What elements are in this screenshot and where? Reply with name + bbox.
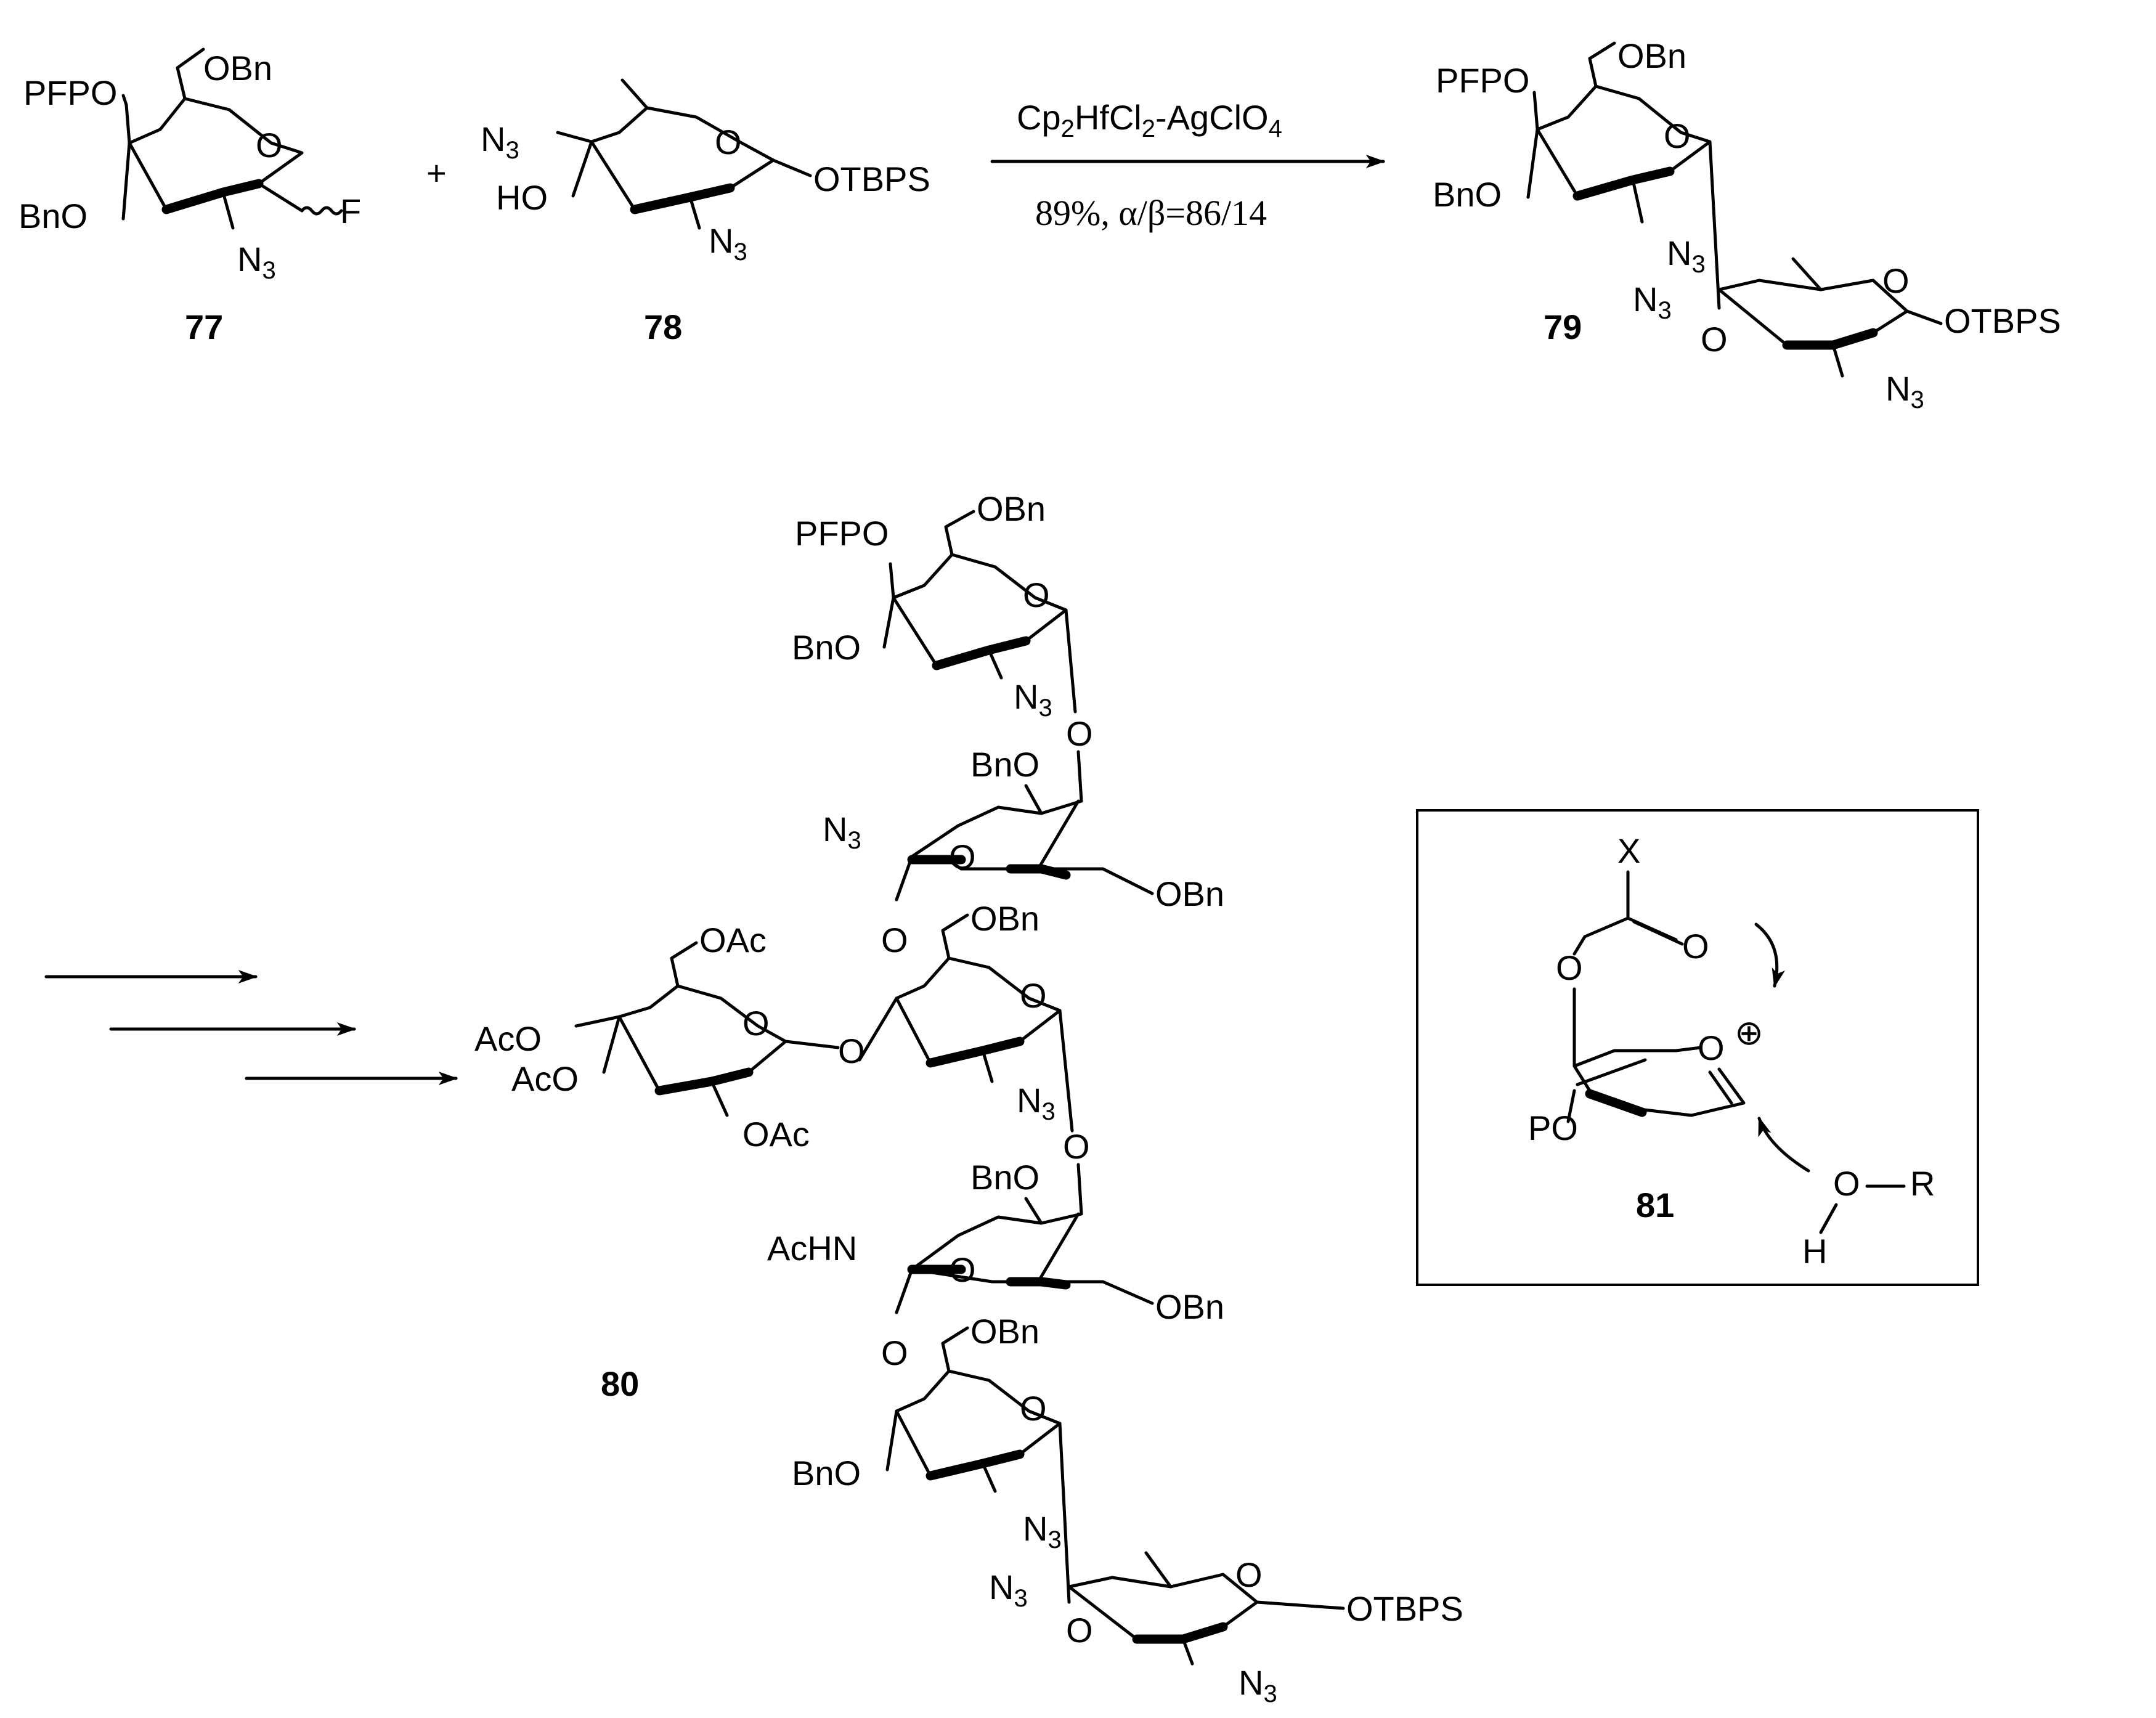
multistep-arrows bbox=[44, 970, 458, 1085]
compound-80: O OBn PFPO BnO N3 O O BnO OBn N3 O O OBn… bbox=[474, 489, 1463, 1708]
conditions-label: 89%, α/β=86/14 bbox=[1035, 193, 1267, 233]
compound-81-label: 81 bbox=[1636, 1186, 1674, 1224]
ho-label: HO bbox=[496, 178, 548, 217]
o-link-3: O bbox=[1063, 1127, 1090, 1166]
compound-78-label: 78 bbox=[644, 307, 682, 346]
ring-oxygen-78: O bbox=[715, 123, 742, 161]
ring-oxygen: O bbox=[256, 126, 283, 165]
plus-sign: + bbox=[426, 153, 447, 192]
compound-79: O OBn PFPO BnO N3 O N3 O OTBPS N3 79 bbox=[1433, 36, 2061, 413]
compound-80-label: 80 bbox=[601, 1364, 639, 1403]
ring-o-4: O bbox=[949, 1250, 976, 1289]
ring-o-3: O bbox=[1020, 976, 1047, 1015]
obn-4: OBn bbox=[1155, 1287, 1224, 1326]
ring-oxygen-79b: O bbox=[1882, 261, 1910, 300]
r-label: R bbox=[1910, 1164, 1935, 1203]
pfpo-80: PFPO bbox=[795, 514, 889, 553]
inset-box-81: X O O O ⊕ PO 81 O R H bbox=[1416, 809, 1979, 1286]
obn-label-79: OBn bbox=[1617, 36, 1686, 75]
ring-o-2: O bbox=[949, 837, 976, 876]
glyco-oxygen-79: O bbox=[1701, 320, 1728, 359]
o-link-4: O bbox=[881, 1333, 908, 1372]
n3-label-79c: N3 bbox=[1885, 369, 1924, 413]
n3-2: N3 bbox=[823, 810, 861, 854]
pfpo-label-79: PFPO bbox=[1436, 61, 1529, 100]
compound-77: O F OBn PFPO BnO N3 77 bbox=[18, 47, 361, 346]
n3-6: N3 bbox=[989, 1568, 1028, 1612]
bno-4: BnO bbox=[970, 1158, 1039, 1197]
reagent-label: Cp2HfCl2-AgClO4 bbox=[1017, 98, 1282, 142]
n3-label-79a: N3 bbox=[1667, 234, 1706, 278]
n3-label: N3 bbox=[237, 240, 276, 284]
compound-79-label: 79 bbox=[1544, 307, 1582, 346]
obn-2: OBn bbox=[1155, 874, 1224, 913]
ring-o-1: O bbox=[1023, 576, 1050, 614]
h-label: H bbox=[1802, 1232, 1827, 1271]
pfpo-label: PFPO bbox=[23, 73, 117, 112]
achn-label: AcHN bbox=[767, 1229, 857, 1268]
x-label: X bbox=[1617, 831, 1640, 870]
n3-7: N3 bbox=[1239, 1663, 1277, 1708]
bno-label: BnO bbox=[18, 197, 87, 235]
o-alcohol: O bbox=[1833, 1164, 1860, 1203]
plus-charge: ⊕ bbox=[1735, 1013, 1763, 1052]
ring-o-glc: O bbox=[742, 1004, 770, 1043]
n3-3: N3 bbox=[1017, 1081, 1056, 1125]
obn-3: OBn bbox=[970, 899, 1039, 938]
compound-78: O N3 HO N3 OTBPS 78 bbox=[481, 78, 930, 346]
n3-label-78b: N3 bbox=[709, 221, 747, 266]
ring-o-5: O bbox=[1020, 1389, 1047, 1428]
reaction-arrow: Cp2HfCl2-AgClO4 89%, α/β=86/14 bbox=[990, 98, 1386, 233]
aco-1: AcO bbox=[474, 1019, 542, 1058]
otbps-80: OTBPS bbox=[1346, 1589, 1463, 1628]
ring-oxygen-79a: O bbox=[1664, 116, 1691, 155]
aco-2: AcO bbox=[511, 1059, 579, 1098]
ester-o: O bbox=[1556, 948, 1583, 987]
n3-label-79b: N3 bbox=[1633, 280, 1672, 324]
otbps-label-79: OTBPS bbox=[1944, 301, 2061, 340]
obn-label: OBn bbox=[203, 49, 272, 88]
o-link-6: O bbox=[1066, 1611, 1093, 1650]
bno-label-79: BnO bbox=[1433, 175, 1502, 214]
o-link-glc: O bbox=[838, 1032, 865, 1070]
oac-2: OAc bbox=[742, 1115, 810, 1154]
n3-1: N3 bbox=[1014, 677, 1052, 722]
otbps-label: OTBPS bbox=[813, 160, 930, 198]
o-link-1: O bbox=[1066, 714, 1093, 753]
oac-1: OAc bbox=[699, 921, 767, 959]
bno-1: BnO bbox=[792, 628, 861, 667]
oxocarbenium-o: O bbox=[1698, 1028, 1725, 1067]
obn-5: OBn bbox=[970, 1312, 1039, 1351]
fluoride-label: F bbox=[340, 192, 361, 230]
obn-1: OBn bbox=[977, 489, 1046, 528]
carbonyl-o: O bbox=[1682, 927, 1709, 966]
n3-label-78a: N3 bbox=[481, 120, 519, 164]
o-link-2: O bbox=[881, 921, 908, 959]
n3-5: N3 bbox=[1023, 1509, 1062, 1553]
ring-o-6: O bbox=[1235, 1555, 1263, 1594]
bno-5: BnO bbox=[792, 1454, 861, 1492]
compound-77-label: 77 bbox=[185, 307, 223, 346]
bno-2: BnO bbox=[970, 745, 1039, 784]
